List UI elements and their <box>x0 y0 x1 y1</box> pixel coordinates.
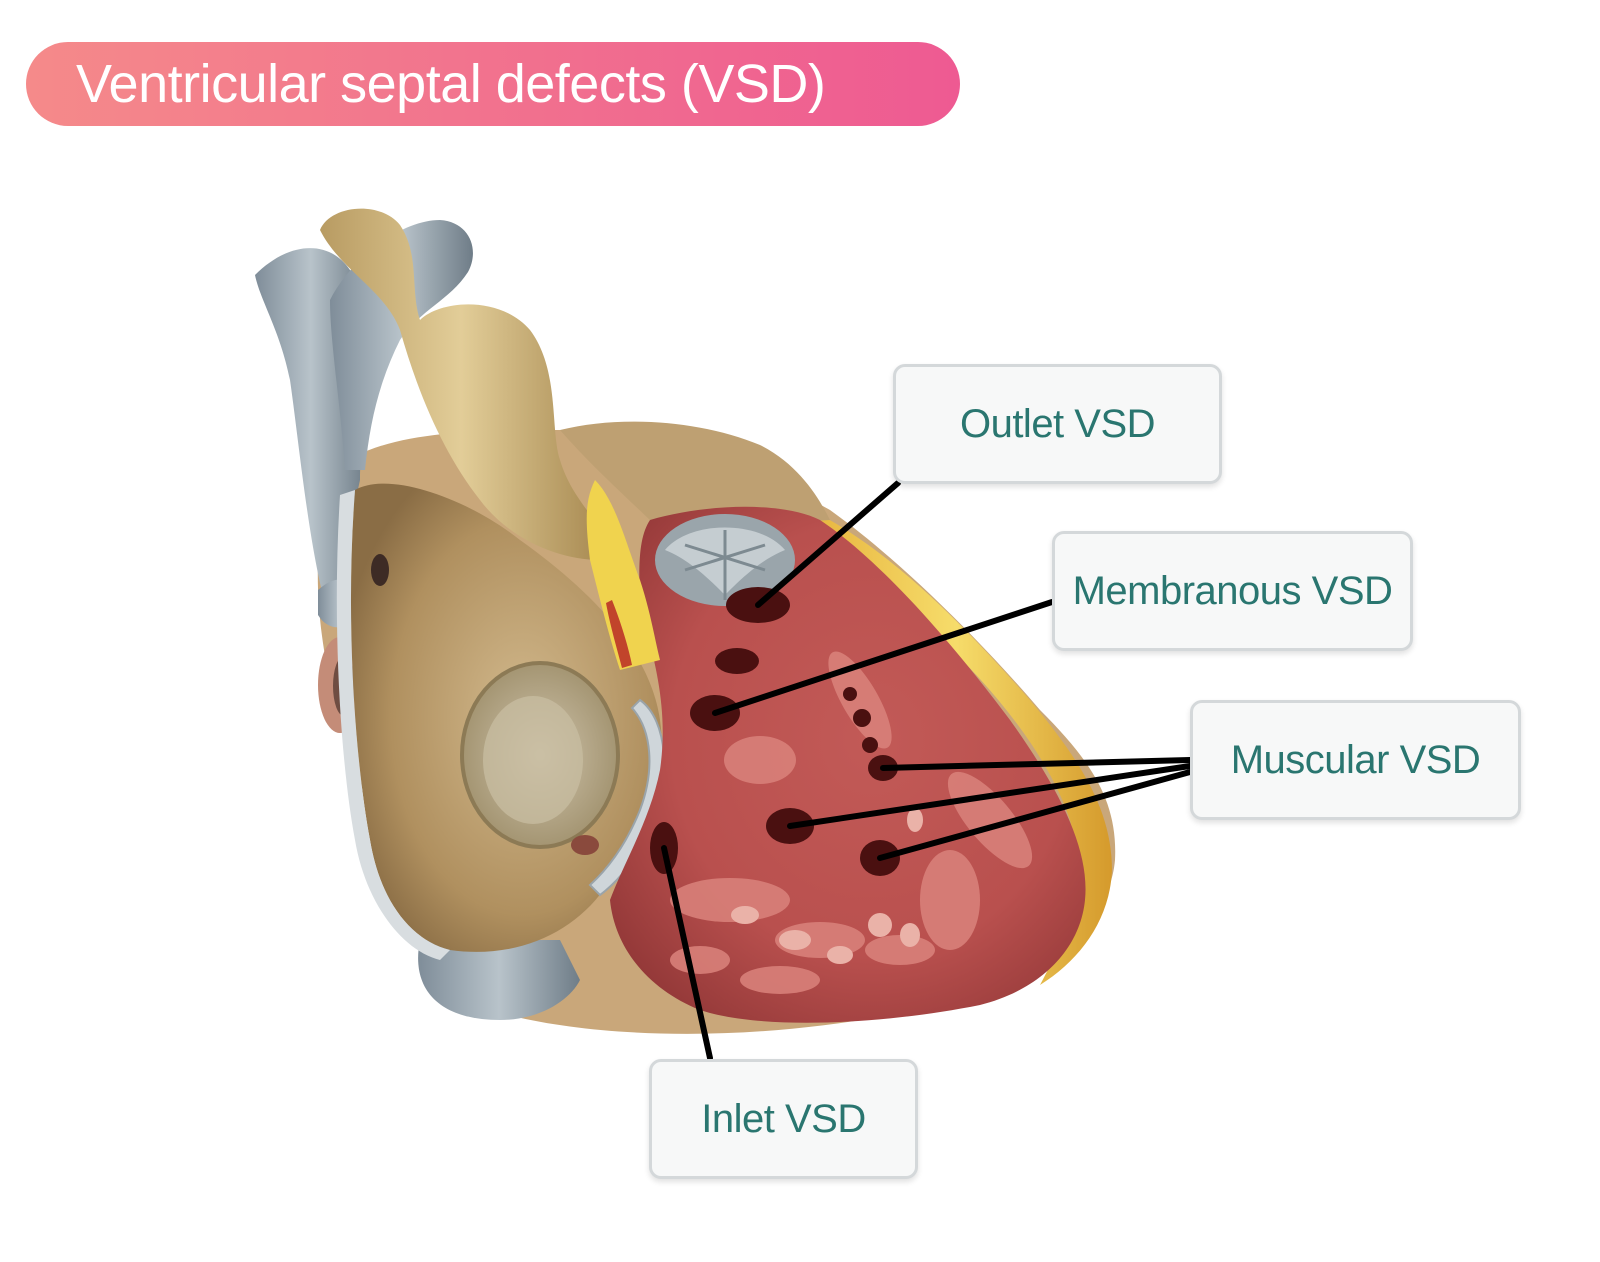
inlet-leader-line <box>661 845 713 1061</box>
muscular-leader-line-2 <box>787 763 1193 829</box>
membranous-leader-line <box>712 599 1055 716</box>
pulmonary-trunk <box>560 421 830 530</box>
inlet-vsd-label-text: Inlet VSD <box>701 1096 866 1141</box>
muscular-leader-line-1 <box>880 757 1193 771</box>
outlet-vsd-label-text: Outlet VSD <box>959 401 1156 446</box>
inferior-vena-cava <box>418 940 580 1020</box>
muscular-leader-line-3 <box>877 769 1193 861</box>
inlet-vsd-label: Inlet VSD <box>649 1059 918 1179</box>
outlet-leader-line <box>755 480 901 608</box>
aorta <box>320 208 602 561</box>
page-title: Ventricular septal defects (VSD) <box>76 54 826 114</box>
membranous-vsd-label: Membranous VSD <box>1052 531 1413 651</box>
leader-lines <box>661 480 1193 1061</box>
right-coronary-artery <box>586 480 660 670</box>
coronary-sinus <box>371 554 389 586</box>
membranous-vsd-label-text: Membranous VSD <box>1072 568 1393 613</box>
trabeculae <box>670 651 1033 994</box>
muscular-vsd-label: Muscular VSD <box>1190 700 1521 820</box>
title-banner: Ventricular septal defects (VSD) <box>26 42 960 126</box>
outlet-vsd-label: Outlet VSD <box>893 364 1222 484</box>
epicardial-fat <box>800 505 1112 985</box>
muscular-vsd-label-text: Muscular VSD <box>1230 737 1481 782</box>
